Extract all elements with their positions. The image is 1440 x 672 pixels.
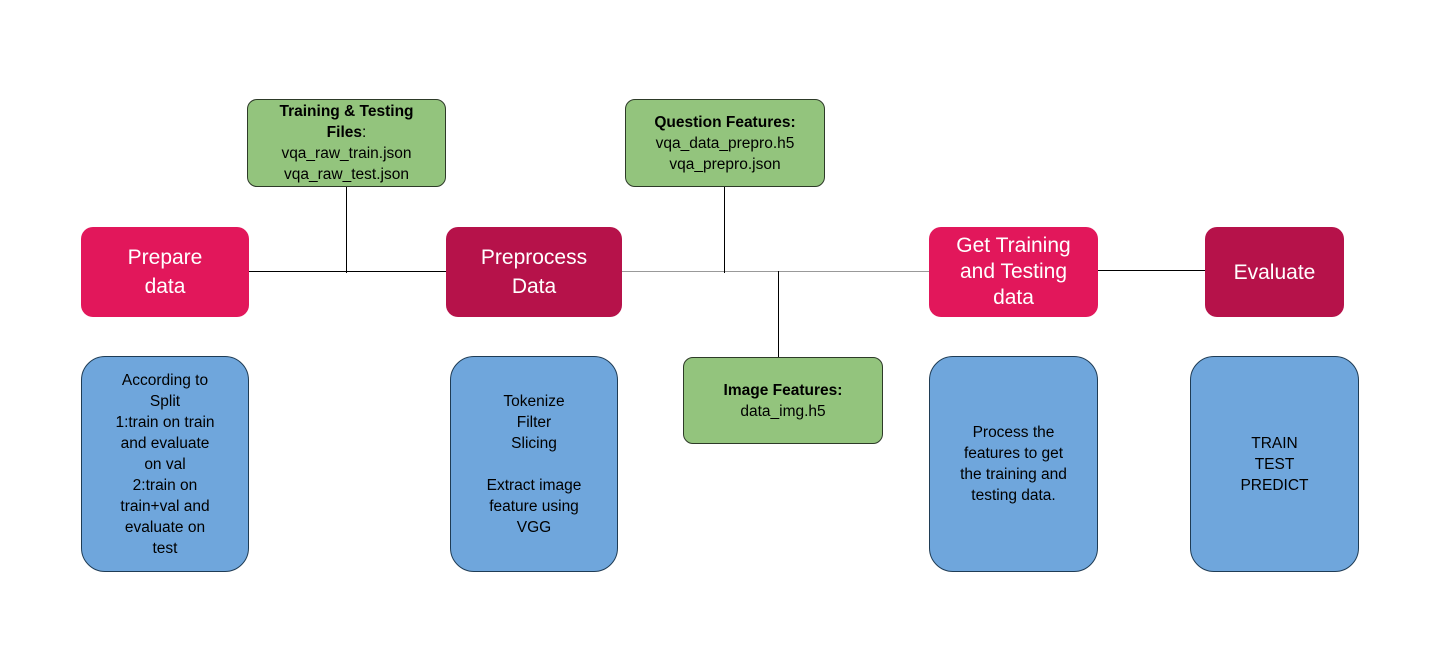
note-prepare-line-4: and evaluate xyxy=(120,434,210,452)
note-preprocess-line-2: Filter xyxy=(516,413,552,431)
note-evaluate-line-3: PREDICT xyxy=(1240,476,1309,494)
file-box-question-title: Question Features: xyxy=(654,112,795,133)
file-vqa-data-prepro: vqa_data_prepro.h5 xyxy=(655,134,795,152)
note-preprocess-line-7: VGG xyxy=(516,518,552,536)
file-box-training-testing-title: Training & Testing xyxy=(279,101,413,122)
stage-preprocess-line-1: Preprocess xyxy=(480,246,588,269)
file-box-question-features: Question Features: vqa_data_prepro.h5 vq… xyxy=(625,99,825,187)
note-prepare-line-9: test xyxy=(152,539,178,557)
stage-get-data-line-2: and Testing xyxy=(959,260,1068,283)
note-evaluate-line-2: TEST xyxy=(1254,455,1295,473)
file-box-training-testing-title-row2: Files: xyxy=(327,122,367,143)
note-preprocess-line-6: feature using xyxy=(489,497,579,515)
file-box-training-testing-title-line-1: Training & Testing xyxy=(279,103,414,120)
note-prepare-data: According to Split 1:train on train and … xyxy=(81,356,249,572)
note-preprocess-line-3: Slicing xyxy=(511,434,557,452)
note-preprocess-line-5: Extract image xyxy=(486,476,582,494)
stage-prepare-line-1: Prepare xyxy=(127,246,203,269)
file-box-training-testing: Training & Testing Files: vqa_raw_train.… xyxy=(247,99,446,187)
note-get-data-line-2: features to get xyxy=(963,445,1064,462)
stage-evaluate: Evaluate xyxy=(1205,227,1344,317)
note-prepare-line-8: evaluate on xyxy=(124,518,206,536)
note-preprocess-line-1: Tokenize xyxy=(503,392,565,410)
note-prepare-line-5: on val xyxy=(144,455,186,473)
stage-prepare-line-2: data xyxy=(144,275,186,298)
note-prepare-line-3: 1:train on train xyxy=(115,413,215,431)
note-get-training-testing-data: Process the features to get the training… xyxy=(929,356,1098,572)
connector-prepare-preprocess xyxy=(249,271,446,272)
connector-preprocess-get-data xyxy=(621,271,930,272)
note-evaluate-line-1: TRAIN xyxy=(1251,434,1298,452)
connector-image-features xyxy=(778,271,779,357)
connector-question-features xyxy=(724,186,725,273)
stage-preprocess-line-2: Data xyxy=(511,275,557,298)
file-box-training-testing-colon: : xyxy=(362,124,367,141)
stage-preprocess-data: Preprocess Data xyxy=(446,227,622,317)
note-preprocess-data: Tokenize Filter Slicing Extract image fe… xyxy=(450,356,618,572)
file-box-image-title: Image Features: xyxy=(724,380,843,401)
file-vqa-raw-train: vqa_raw_train.json xyxy=(281,145,412,162)
note-evaluate: TRAIN TEST PREDICT xyxy=(1190,356,1359,572)
note-get-data-line-3: the training and xyxy=(960,466,1067,483)
file-vqa-raw-test: vqa_raw_test.json xyxy=(284,166,409,183)
stage-prepare-data: Prepare data xyxy=(81,227,249,317)
note-prepare-line-1: According to xyxy=(121,371,209,389)
note-get-data-line-4: testing data. xyxy=(971,487,1056,504)
file-box-training-testing-title-line-2: Files xyxy=(326,124,362,141)
note-get-data-line-1: Process the xyxy=(972,424,1055,441)
file-data-img: data_img.h5 xyxy=(740,402,826,420)
stage-evaluate-line-1: Evaluate xyxy=(1233,260,1316,284)
note-prepare-line-2: Split xyxy=(149,392,181,410)
stage-get-training-testing-data: Get Training and Testing data xyxy=(929,227,1098,317)
connector-get-data-evaluate xyxy=(1097,270,1206,271)
file-vqa-prepro-json: vqa_prepro.json xyxy=(669,155,781,173)
note-prepare-line-6: 2:train on xyxy=(132,476,198,494)
note-prepare-line-7: train+val and xyxy=(120,497,210,515)
stage-get-data-line-3: data xyxy=(993,286,1034,309)
file-box-image-features: Image Features: data_img.h5 xyxy=(683,357,883,444)
stage-get-data-line-1: Get Training xyxy=(956,234,1071,257)
file-box-image-title-text: Image Features: xyxy=(723,381,843,399)
connector-train-test-files xyxy=(346,187,347,273)
file-box-question-title-text: Question Features: xyxy=(654,113,796,131)
